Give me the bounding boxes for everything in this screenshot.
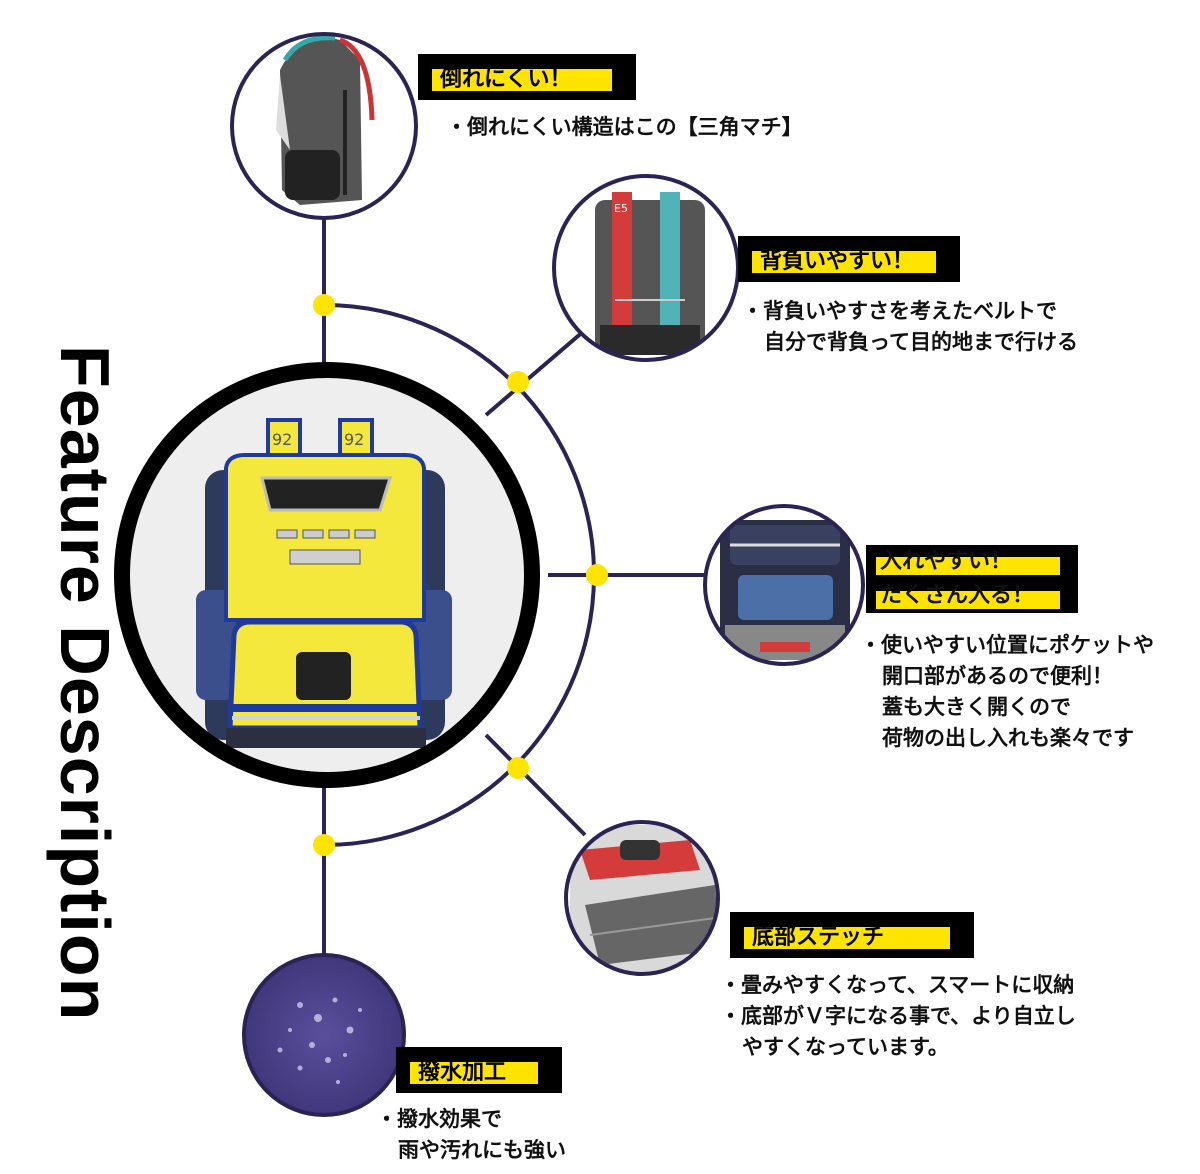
description-line: ・畳みやすくなって、スマートに収納 <box>720 973 1075 997</box>
page-title: Feature Description <box>46 345 124 1022</box>
connector-dots <box>313 294 608 856</box>
description-line: ・使いやすい位置にポケットや <box>860 633 1154 657</box>
feature-description: ・使いやすい位置にポケットや 開口部があるので便利！ 蓋も大きく開くので 荷物の… <box>860 630 1154 754</box>
description-line: 荷物の出し入れも楽々です <box>882 726 1134 750</box>
strap-code: E5 <box>614 202 628 215</box>
feature-label: 背負いやすい！ <box>760 249 915 274</box>
fabric-image <box>242 953 406 1117</box>
side-view-image <box>230 32 418 220</box>
open-view-image <box>703 504 865 666</box>
feature-description: ・倒れにくい構造はこの【三角マチ】 <box>446 112 803 143</box>
description-line: ・背負いやすさを考えたベルトで <box>742 299 1057 323</box>
connector-dot <box>586 564 608 586</box>
description-line: 自分で背負って目的地まで行ける <box>764 330 1078 354</box>
description-line: 開口部があるので便利！ <box>882 664 1113 688</box>
strap-number: 92 <box>344 430 364 449</box>
description-line: ・撥水効果で <box>376 1107 502 1131</box>
description-line: やすくなっています。 <box>742 1035 949 1059</box>
description-line: ・底部がＶ字になる事で、より自立し <box>720 1004 1076 1028</box>
description-line: 蓋も大きく開くので <box>882 695 1071 719</box>
back-view-image: E5 <box>552 174 740 362</box>
connector-dot <box>507 757 529 779</box>
feature-tag-easy-to-carry: 背負いやすい！ <box>738 236 960 282</box>
feature-label: 倒れにくい！ <box>440 67 572 92</box>
feature-label: 入れやすい！ <box>880 549 1013 574</box>
feature-tag-bottom-stitch: 底部ステッチ <box>730 912 974 958</box>
feature-description: ・背負いやすさを考えたベルトで 自分で背負って目的地まで行ける <box>742 296 1078 358</box>
description-line: 雨や汚れにも強い <box>398 1138 566 1162</box>
connector-dot <box>313 294 335 316</box>
strap-number: 92 <box>272 430 292 449</box>
feature-label: 底部ステッチ <box>752 925 885 950</box>
feature-tag-easy-to-pack: 入れやすい！ たくさん入る！ <box>866 545 1078 613</box>
connector-dot <box>507 371 529 393</box>
connector-dot <box>313 834 335 856</box>
feature-tag-tip-resistant: 倒れにくい！ <box>418 54 636 100</box>
feature-tag-water-repellent: 撥水加工 <box>396 1047 562 1093</box>
bottom-view-image <box>564 820 720 976</box>
feature-description: ・撥水効果で 雨や汚れにも強い <box>376 1104 566 1166</box>
main-bag-image: 92 92 <box>114 362 540 788</box>
feature-description: ・畳みやすくなって、スマートに収納 ・底部がＶ字になる事で、より自立し やすくな… <box>720 970 1076 1063</box>
feature-label: たくさん入る！ <box>880 583 1035 608</box>
feature-label: 撥水加工 <box>418 1060 507 1085</box>
description-line: ・倒れにくい構造はこの【三角マチ】 <box>446 115 803 139</box>
